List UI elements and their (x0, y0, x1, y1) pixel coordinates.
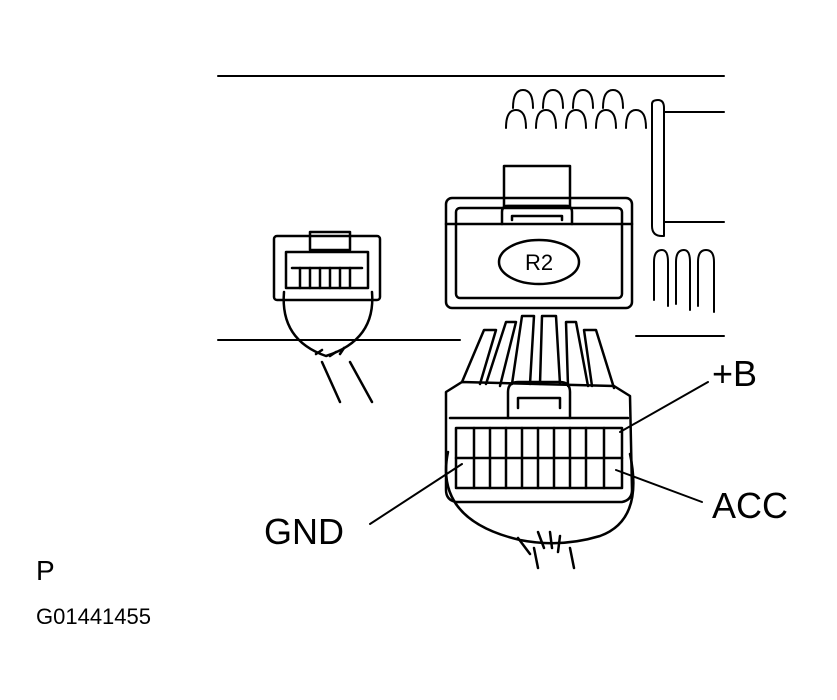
label-gnd: GND (264, 511, 344, 552)
r2-badge (497, 238, 581, 286)
harness-loops (505, 89, 715, 313)
label-acc: ACC (712, 485, 788, 526)
leader-acc (615, 469, 703, 503)
label-plus-b: +B (712, 353, 757, 394)
figure-code: G01441455 (36, 604, 151, 629)
leader-plus-b (619, 381, 709, 433)
small-connector (272, 230, 382, 404)
leader-lines (369, 381, 709, 525)
view-label: P (36, 555, 55, 586)
socket-r2 (444, 164, 634, 310)
harness-connector (444, 314, 635, 570)
leader-gnd (369, 463, 463, 525)
panel-outline (217, 75, 725, 341)
connector-id: R2 (525, 250, 553, 275)
